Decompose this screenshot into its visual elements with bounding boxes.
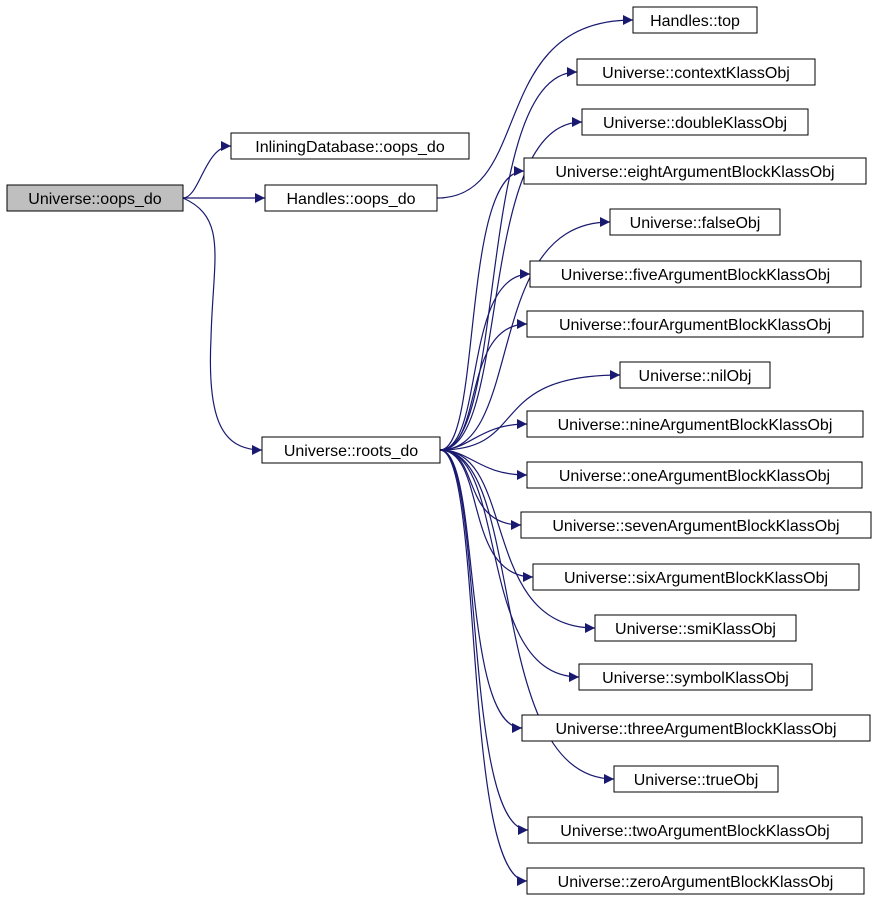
node-box[interactable] xyxy=(594,614,797,642)
node-box[interactable] xyxy=(613,765,779,793)
node-oneArg[interactable]: Universe::oneArgumentBlockKlassObj xyxy=(526,461,863,489)
node-label: Universe::oneArgumentBlockKlassObj xyxy=(559,468,830,485)
node-label: InliningDatabase::oops_do xyxy=(255,139,445,156)
node-label: Universe::eightArgumentBlockKlassObj xyxy=(555,164,834,181)
node-contextKlassObj[interactable]: Universe::contextKlassObj xyxy=(576,58,816,86)
node-label: Universe::oops_do xyxy=(28,191,162,208)
node-handles_oops_do[interactable]: Handles::oops_do xyxy=(264,184,438,212)
node-box[interactable] xyxy=(526,461,863,489)
node-box[interactable] xyxy=(526,410,864,438)
node-sixArg[interactable]: Universe::sixArgumentBlockKlassObj xyxy=(532,563,860,591)
node-box[interactable] xyxy=(526,867,865,895)
edge-roots_do-to-twoArg xyxy=(439,449,529,835)
edge-oops_do-to-inlining_oops_do xyxy=(182,141,232,199)
node-box[interactable] xyxy=(581,108,809,136)
node-box[interactable] xyxy=(264,184,438,212)
node-twoArg[interactable]: Universe::twoArgumentBlockKlassObj xyxy=(527,816,863,844)
node-oops_do[interactable]: Universe::oops_do xyxy=(6,184,184,212)
edges-layer xyxy=(182,15,634,886)
edge-roots_do-to-nilObj xyxy=(439,370,621,451)
edge-roots_do-to-falseObj xyxy=(439,217,611,451)
edge-roots_do-to-symbolKlassObj xyxy=(439,449,580,682)
node-box[interactable] xyxy=(230,132,470,160)
node-box[interactable] xyxy=(529,260,862,288)
edge-roots_do-to-smiKlassObj xyxy=(439,449,596,633)
node-symbolKlassObj[interactable]: Universe::symbolKlassObj xyxy=(578,663,813,691)
node-label: Handles::top xyxy=(650,13,740,30)
node-fourArg[interactable]: Universe::fourArgumentBlockKlassObj xyxy=(526,310,864,338)
node-box[interactable] xyxy=(6,184,184,212)
edge-roots_do-to-nineArg xyxy=(439,419,528,451)
node-handles_top[interactable]: Handles::top xyxy=(632,6,758,34)
node-threeArg[interactable]: Universe::threeArgumentBlockKlassObj xyxy=(521,714,871,742)
nodes-layer: Universe::oops_do InliningDatabase::oops_… xyxy=(6,6,872,895)
edge-roots_do-to-sixArg xyxy=(439,449,534,582)
node-fiveArg[interactable]: Universe::fiveArgumentBlockKlassObj xyxy=(529,260,862,288)
node-label: Universe::nineArgumentBlockKlassObj xyxy=(558,417,833,434)
edge-roots_do-to-threeArg xyxy=(439,449,523,733)
node-label: Handles::oops_do xyxy=(287,191,416,208)
node-label: Universe::threeArgumentBlockKlassObj xyxy=(555,721,836,738)
node-inlining_oops_do[interactable]: InliningDatabase::oops_do xyxy=(230,132,470,160)
edge-oops_do-to-roots_do xyxy=(182,197,263,455)
edge-roots_do-to-doubleKlassObj xyxy=(439,117,583,451)
node-nilObj[interactable]: Universe::nilObj xyxy=(619,361,771,389)
node-label: Universe::fourArgumentBlockKlassObj xyxy=(559,317,831,334)
node-box[interactable] xyxy=(576,58,816,86)
node-box[interactable] xyxy=(261,436,441,464)
node-label: Universe::contextKlassObj xyxy=(602,65,790,82)
edge-roots_do-to-trueObj xyxy=(439,449,615,784)
node-label: Universe::sixArgumentBlockKlassObj xyxy=(564,570,828,587)
edge-roots_do-to-fiveArg xyxy=(439,269,531,451)
edge-roots_do-to-eightArg xyxy=(439,166,525,451)
node-box[interactable] xyxy=(609,208,781,236)
node-smiKlassObj[interactable]: Universe::smiKlassObj xyxy=(594,614,797,642)
node-label: Universe::doubleKlassObj xyxy=(603,115,787,132)
node-sevenArg[interactable]: Universe::sevenArgumentBlockKlassObj xyxy=(520,511,872,539)
node-nineArg[interactable]: Universe::nineArgumentBlockKlassObj xyxy=(526,410,864,438)
node-box[interactable] xyxy=(523,157,867,185)
node-doubleKlassObj[interactable]: Universe::doubleKlassObj xyxy=(581,108,809,136)
node-box[interactable] xyxy=(521,714,871,742)
node-box[interactable] xyxy=(520,511,872,539)
node-label: Universe::nilObj xyxy=(639,368,752,385)
node-label: Universe::roots_do xyxy=(284,443,418,460)
node-label: Universe::trueObj xyxy=(634,772,759,789)
node-box[interactable] xyxy=(632,6,758,34)
node-box[interactable] xyxy=(527,816,863,844)
edge-roots_do-to-fourArg xyxy=(439,319,528,451)
node-label: Universe::zeroArgumentBlockKlassObj xyxy=(558,874,834,891)
node-label: Universe::smiKlassObj xyxy=(615,621,776,638)
node-box[interactable] xyxy=(619,361,771,389)
node-roots_do[interactable]: Universe::roots_do xyxy=(261,436,441,464)
node-label: Universe::twoArgumentBlockKlassObj xyxy=(560,823,829,840)
node-box[interactable] xyxy=(578,663,813,691)
node-box[interactable] xyxy=(532,563,860,591)
node-falseObj[interactable]: Universe::falseObj xyxy=(609,208,781,236)
node-box[interactable] xyxy=(526,310,864,338)
node-label: Universe::symbolKlassObj xyxy=(602,670,789,687)
node-eightArg[interactable]: Universe::eightArgumentBlockKlassObj xyxy=(523,157,867,185)
edge-roots_do-to-zeroArg xyxy=(439,449,528,886)
node-zeroArg[interactable]: Universe::zeroArgumentBlockKlassObj xyxy=(526,867,865,895)
node-label: Universe::fiveArgumentBlockKlassObj xyxy=(561,267,830,284)
node-label: Universe::falseObj xyxy=(630,215,761,232)
node-label: Universe::sevenArgumentBlockKlassObj xyxy=(552,518,839,535)
node-trueObj[interactable]: Universe::trueObj xyxy=(613,765,779,793)
edge-handles_oops_do-to-handles_top xyxy=(436,15,634,199)
